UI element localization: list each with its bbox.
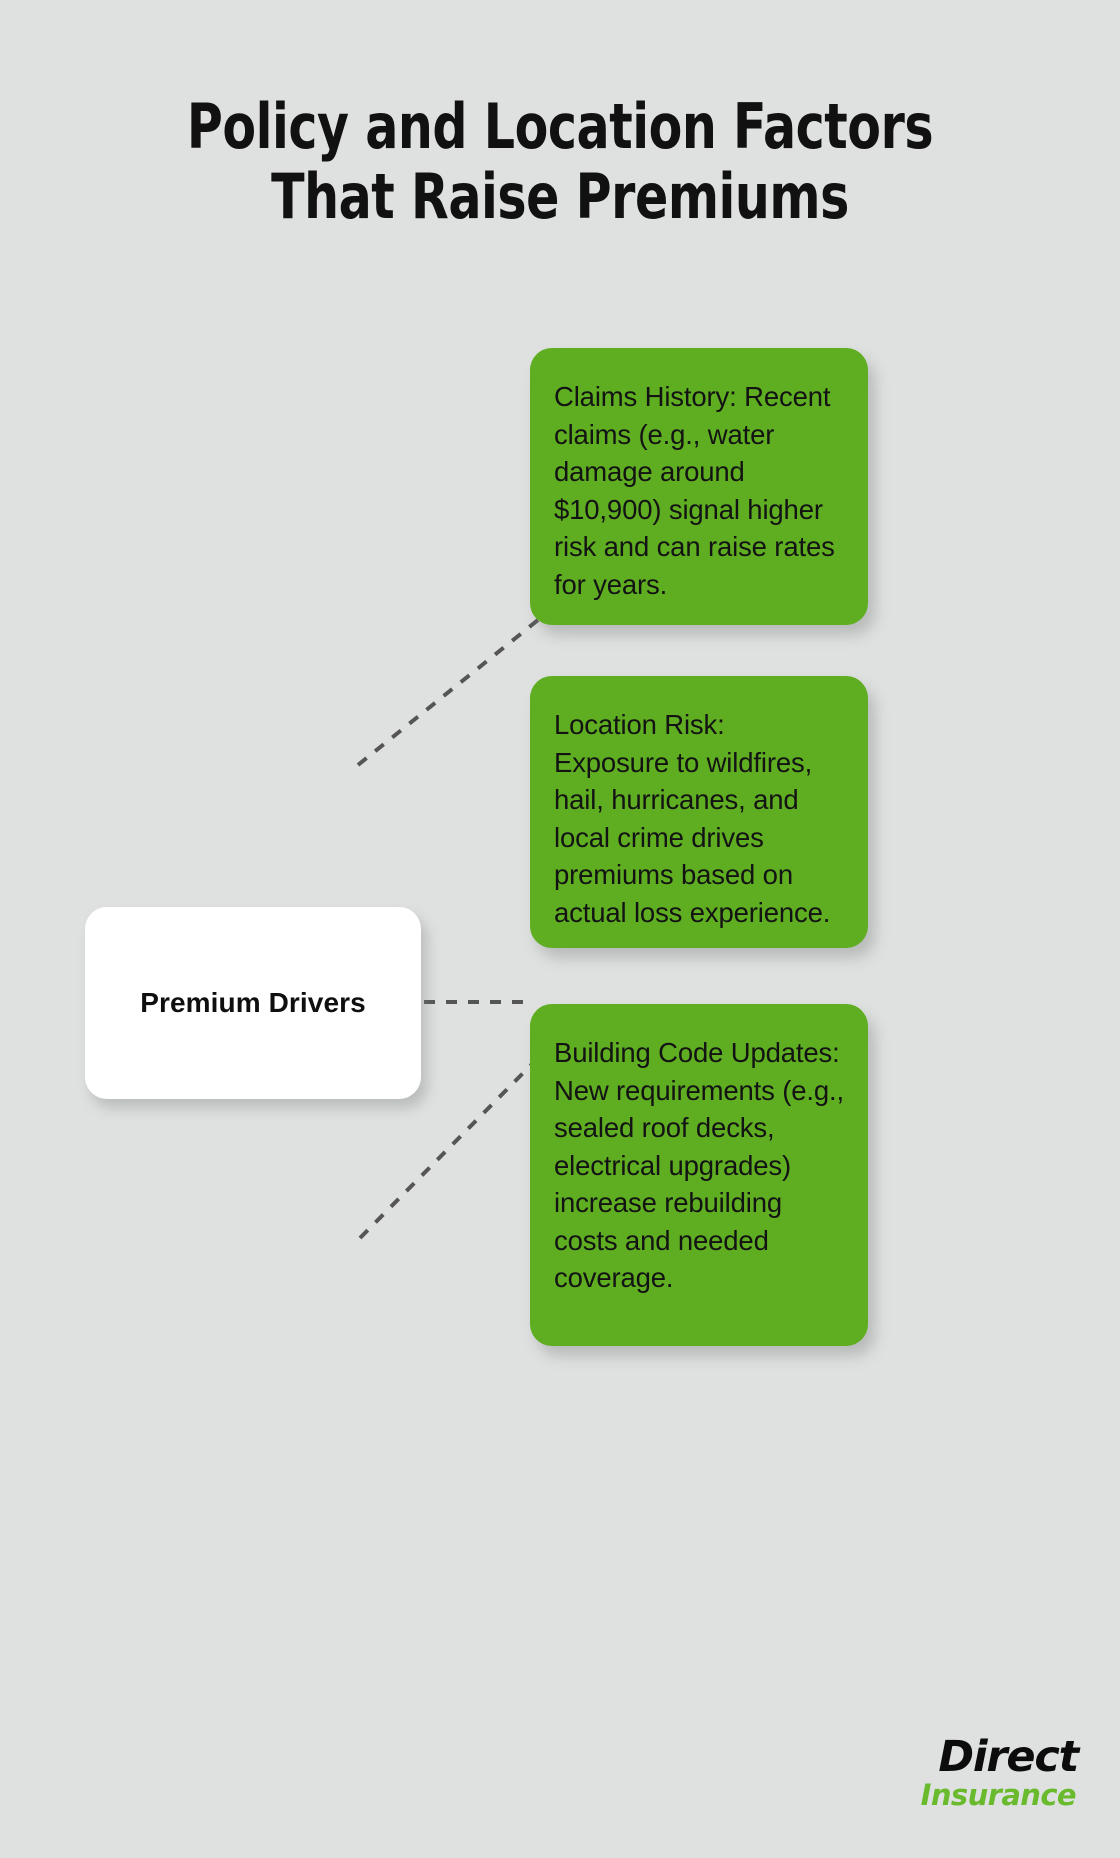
page-title-line-1: Policy and Location Factors: [186, 90, 934, 163]
branch-card-building-code-updates[interactable]: Building Code Updates: New requirements …: [530, 1004, 868, 1346]
branch-card-text: Building Code Updates: New requirements …: [554, 1037, 844, 1294]
hub-node-label: Premium Drivers: [140, 987, 366, 1018]
brand-logo-primary: Direct: [938, 1732, 1079, 1782]
hub-node-premium-drivers[interactable]: Premium Drivers: [85, 907, 421, 1099]
branch-card-location-risk[interactable]: Location Risk: Exposure to wildfires, ha…: [530, 676, 868, 948]
branch-card-text: Location Risk: Exposure to wildfires, ha…: [554, 709, 831, 928]
brand-logo: Direct Insurance: [920, 1732, 1080, 1812]
connector-to-claims-history: [356, 618, 540, 767]
page-title: Policy and Location Factors That Raise P…: [120, 90, 1000, 234]
page-title-line-2: That Raise Premiums: [271, 160, 849, 234]
branch-card-text: Claims History: Recent claims (e.g., wat…: [554, 381, 835, 600]
branch-card-claims-history[interactable]: Claims History: Recent claims (e.g., wat…: [530, 348, 868, 625]
brand-logo-secondary: Insurance: [920, 1778, 1077, 1812]
